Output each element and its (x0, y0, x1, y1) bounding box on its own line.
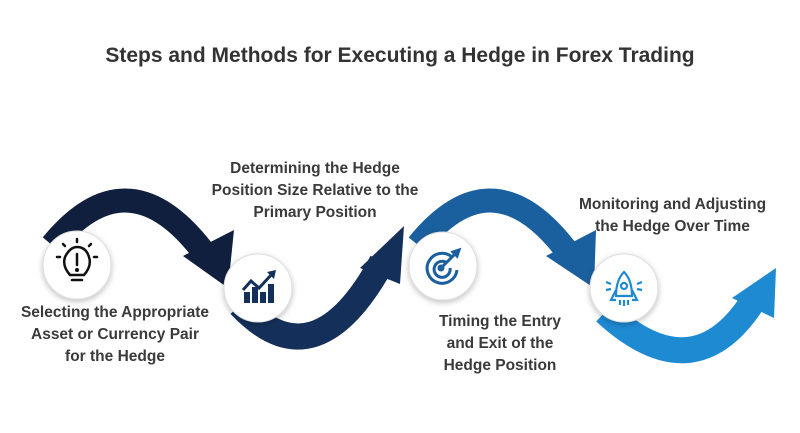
label-line: Determining the Hedge (230, 160, 400, 177)
arrow-1 (42, 188, 234, 288)
step-1-label: Selecting the Appropriate Asset or Curre… (5, 302, 225, 368)
step-4-circle (589, 253, 659, 323)
step-3-label: Timing the Entry and Exit of the Hedge P… (410, 311, 590, 377)
step-4-label: Monitoring and Adjusting the Hedge Over … (565, 194, 780, 238)
step-1-circle (42, 230, 112, 300)
label-line: Asset or Currency Pair (31, 326, 199, 343)
arrow-4 (596, 268, 776, 364)
step-2-circle (223, 253, 293, 323)
rocket-icon (605, 270, 643, 306)
arrow-3 (408, 188, 596, 288)
chart-growth-icon (241, 270, 276, 303)
label-line: and Exit of the (446, 335, 554, 352)
label-line: Selecting the Appropriate (20, 304, 210, 321)
lightbulb-icon (55, 237, 99, 282)
label-line: Position Size Relative to the (211, 182, 419, 199)
step-2-label: Determining the Hedge Position Size Rela… (190, 158, 440, 224)
step-3-circle (408, 231, 478, 301)
label-line: for the Hedge (65, 348, 165, 365)
label-line: Monitoring and Adjusting (578, 196, 767, 213)
label-line: the Hedge Over Time (595, 218, 750, 235)
page-title: Steps and Methods for Executing a Hedge … (105, 44, 695, 67)
label-line: Primary Position (253, 204, 377, 221)
target-icon (425, 247, 462, 285)
label-line: Timing the Entry (438, 313, 561, 330)
label-line: Hedge Position (443, 357, 557, 374)
